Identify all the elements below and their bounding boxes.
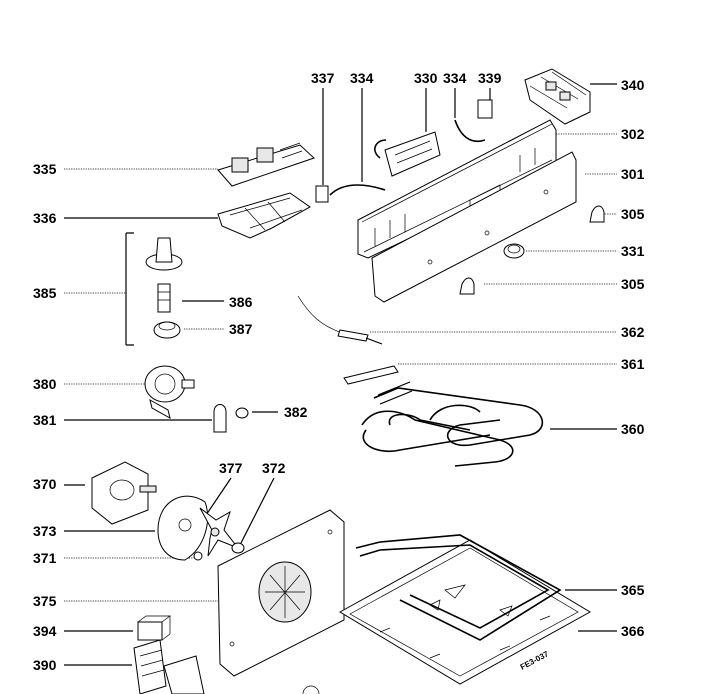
label-375: 375 <box>33 593 57 609</box>
part-334-wiring <box>315 99 493 203</box>
label-371: 371 <box>33 550 57 566</box>
part-366-base-tray <box>338 539 592 685</box>
label-365: 365 <box>621 582 645 598</box>
part-301-fascia <box>371 151 577 303</box>
label-302: 302 <box>621 126 645 142</box>
part-340-switch-module <box>524 68 591 125</box>
clipped-circle-mark <box>302 685 320 694</box>
part-305-knob-cap-bottom <box>459 277 475 295</box>
part-335-pcb <box>217 142 315 187</box>
label-335: 335 <box>33 161 57 177</box>
label-337: 337 <box>311 70 335 86</box>
label-336: 336 <box>33 210 57 226</box>
label-330: 330 <box>414 70 438 86</box>
label-301: 301 <box>621 166 645 182</box>
part-305-knob-cap-top <box>589 205 605 223</box>
part-377-fan-blade <box>199 507 240 557</box>
label-340: 340 <box>621 77 645 93</box>
label-387: 387 <box>229 321 253 337</box>
label-305-bottom: 305 <box>621 276 645 292</box>
label-372: 372 <box>262 460 286 476</box>
part-381-clip <box>213 404 227 433</box>
label-361: 361 <box>621 356 645 372</box>
label-334-right: 334 <box>443 70 467 86</box>
part-390-terminal-block <box>133 639 205 694</box>
label-360: 360 <box>621 421 645 437</box>
label-394: 394 <box>33 623 57 639</box>
part-362-temperature-probe <box>297 295 383 345</box>
label-385: 385 <box>33 285 57 301</box>
part-360-grill-element <box>361 381 544 467</box>
label-377: 377 <box>219 460 243 476</box>
part-370-motor <box>91 461 157 525</box>
label-370: 370 <box>33 476 57 492</box>
label-334-left: 334 <box>350 70 374 86</box>
label-380: 380 <box>33 376 57 392</box>
part-365-base-element <box>355 534 562 641</box>
part-394-relay <box>137 615 172 641</box>
part-331-knob <box>503 243 525 259</box>
part-336-pcb-tray <box>217 192 311 239</box>
part-361-bracket <box>343 365 399 385</box>
part-372-spacer <box>231 542 245 554</box>
label-331: 331 <box>621 243 645 259</box>
part-386-shaft <box>157 283 171 313</box>
part-382-nut <box>235 407 249 419</box>
label-382: 382 <box>284 404 308 420</box>
part-380-fan-motor <box>144 365 195 419</box>
part-373-fan-plate <box>157 495 209 561</box>
part-375-fan-cover <box>217 509 345 677</box>
label-305-top: 305 <box>621 206 645 222</box>
stamp-fe3-037: FE3-037 <box>519 649 551 672</box>
label-386: 386 <box>229 294 253 310</box>
part-387-bushing <box>153 321 181 339</box>
label-381: 381 <box>33 412 57 428</box>
label-339: 339 <box>478 70 502 86</box>
part-385-thermostat-knob <box>145 237 183 271</box>
part-371-nut <box>193 551 203 561</box>
label-366: 366 <box>621 623 645 639</box>
label-373: 373 <box>33 523 57 539</box>
leader-lines <box>64 83 617 666</box>
part-330-display-board <box>384 131 441 177</box>
label-362: 362 <box>621 324 645 340</box>
label-390: 390 <box>33 657 57 673</box>
